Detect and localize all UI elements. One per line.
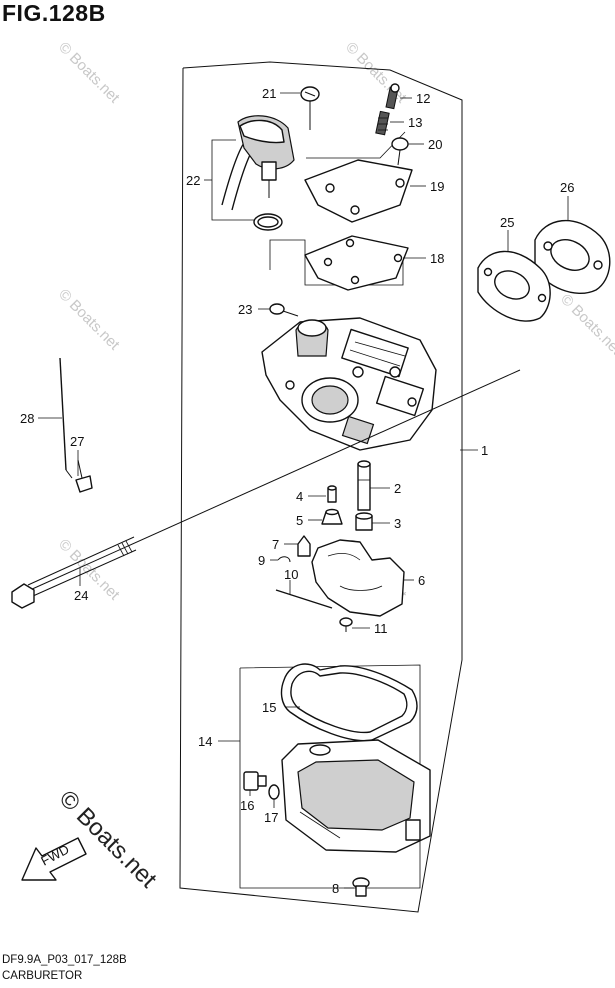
callout-22: 22	[186, 173, 200, 188]
clip-27	[75, 459, 93, 493]
callout-15: 15	[262, 700, 276, 715]
callout-6: 6	[418, 573, 425, 588]
float-bowl-14	[281, 739, 431, 853]
main-nozzle-2	[357, 460, 371, 511]
callout-21: 21	[262, 86, 276, 101]
gasket-25	[477, 250, 551, 322]
watermark-text: © Boats.net	[557, 291, 615, 359]
spring-13	[375, 110, 390, 136]
callout-27: 27	[70, 434, 84, 449]
gasket-group-frame	[269, 239, 404, 286]
oring-17	[268, 784, 280, 800]
screw-11	[339, 617, 353, 632]
callout-8: 8	[332, 881, 339, 896]
fwd-arrow-icon: FWD	[21, 837, 87, 881]
callout-19: 19	[430, 179, 444, 194]
callout-13: 13	[408, 115, 422, 130]
choke-connector-22	[221, 115, 295, 231]
callout-9: 9	[258, 553, 265, 568]
callout-26: 26	[560, 180, 574, 195]
bowl-gasket-15	[280, 663, 418, 742]
screw-23	[269, 303, 299, 317]
callout-18: 18	[430, 251, 444, 266]
drain-screw-16	[243, 771, 267, 791]
figure-title: FIG.128B	[2, 0, 106, 26]
screw-20	[391, 137, 409, 166]
watermark-text: © Boats.net	[55, 39, 123, 107]
callout-5: 5	[296, 513, 303, 528]
figure-code: DF9.9A_P03_017_128B	[2, 954, 127, 966]
callout-28: 28	[20, 411, 34, 426]
callout-3: 3	[394, 516, 401, 531]
callout-14: 14	[198, 734, 212, 749]
rod-28	[59, 357, 73, 479]
watermark-text: © Boats.net	[342, 39, 410, 107]
screw-21	[300, 86, 320, 130]
callout-17: 17	[264, 810, 278, 825]
plate-19	[304, 159, 413, 223]
figure-name: CARBURETOR	[2, 970, 83, 982]
callout-12: 12	[416, 91, 430, 106]
callout-10: 10	[284, 567, 298, 582]
float-pin-10	[275, 589, 333, 609]
callout-layer: 21 12 13 20 22 19 26 25 18 23 28 27	[20, 86, 574, 896]
assembly-outline	[179, 61, 463, 913]
watermark-large-text: © Boats.net	[54, 785, 162, 893]
insulator-26	[534, 220, 611, 295]
bolt-24	[11, 369, 521, 609]
callout-25: 25	[500, 215, 514, 230]
pilot-screw-12	[385, 83, 400, 110]
jet-4	[327, 485, 337, 503]
float-6	[311, 539, 405, 617]
callout-4: 4	[296, 489, 303, 504]
main-jet-5	[321, 508, 343, 525]
callout-24: 24	[74, 588, 88, 603]
watermark-text: © Boats.net	[55, 286, 123, 354]
callout-7: 7	[272, 537, 279, 552]
clip-9	[277, 556, 291, 563]
needle-valve-7	[297, 535, 311, 557]
screw-8	[352, 877, 370, 897]
callout-16: 16	[240, 798, 254, 813]
carburetor-body-1	[261, 317, 437, 451]
callout-11: 11	[374, 621, 388, 636]
gasket-18	[304, 235, 409, 291]
callout-23: 23	[238, 302, 252, 317]
callout-1: 1	[481, 443, 488, 458]
plug-3	[355, 512, 373, 531]
callout-2: 2	[394, 481, 401, 496]
top-group-frame	[306, 131, 406, 159]
callout-20: 20	[428, 137, 442, 152]
float-bowl-frame	[239, 664, 421, 889]
